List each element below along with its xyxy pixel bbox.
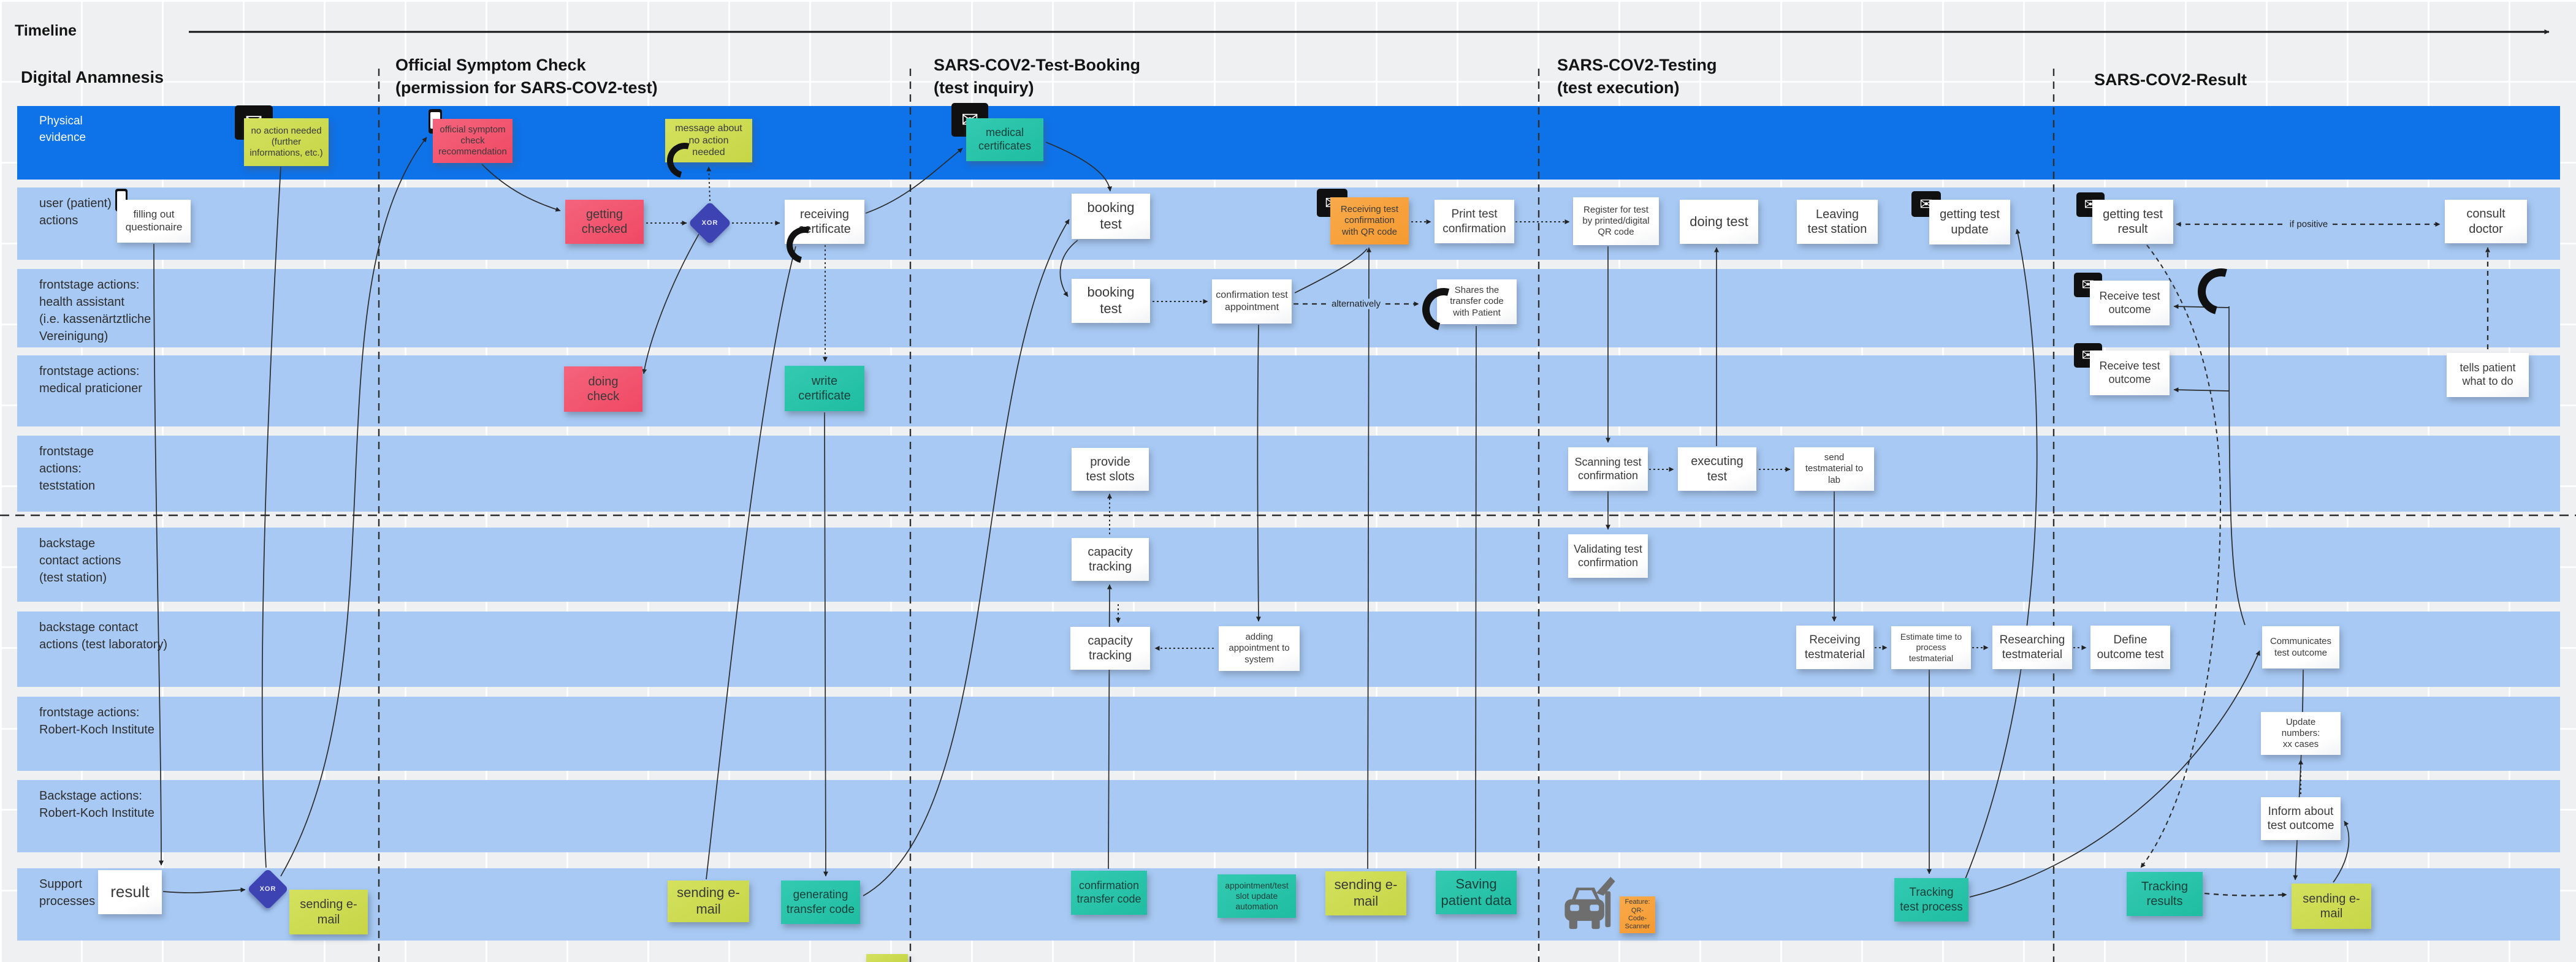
sticky-sending-email-1[interactable]: sending e- mail <box>289 890 368 934</box>
lane-label-user-actions: user (patient) actions <box>39 197 112 227</box>
card-getting-test-result[interactable]: getting test result <box>2092 200 2173 244</box>
card-define-outcome-test[interactable]: Define outcome test <box>2090 626 2170 669</box>
diamond-label: XOR <box>701 219 718 227</box>
lane-label-backstage-rki: Backstage actions: Robert-Koch Institute <box>39 789 154 820</box>
card-consult-doctor[interactable]: consult doctor <box>2445 200 2527 243</box>
card-researching-testmaterial[interactable]: Researching testmaterial <box>1992 626 2072 669</box>
card-send-testmaterial-to-lab[interactable]: send testmaterial to lab <box>1794 447 1874 491</box>
card-booking-test-assistant[interactable]: booking test <box>1072 279 1150 323</box>
card-adding-appointment-to-system[interactable]: adding appointment to system <box>1219 626 1300 671</box>
card-estimate-time-to-process[interactable]: Estimate time to process testmaterial <box>1891 626 1971 669</box>
sticky-appointment-slot-update-automation[interactable]: appointment/test slot update automation <box>1218 874 1296 918</box>
lane-label-backstage-test-laboratory: backstage contact actions (test laborato… <box>39 621 167 651</box>
sticky-receiving-test-confirmation-qr[interactable]: Receiving test confirmation with QR code <box>1330 197 1409 244</box>
sticky-sending-email-2[interactable]: sending e- mail <box>668 881 749 922</box>
lane-label-physical-evidence: Physical evidence <box>39 115 86 144</box>
sticky-cutoff-bottom[interactable] <box>866 954 908 962</box>
card-tells-patient-what-to-do[interactable]: tells patient what to do <box>2447 353 2529 397</box>
lane-frontstage-medical-practitioner: frontstage actions: medical praticioner <box>17 355 2560 426</box>
sticky-confirmation-transfer-code[interactable]: confirmation transfer code <box>1071 871 1147 915</box>
lane-label-frontstage-medical-practitioner: frontstage actions: medical praticioner <box>39 365 142 395</box>
connector-label-alternatively: alternatively <box>1328 298 1384 309</box>
sticky-medical-certificates[interactable]: medical certificates <box>966 118 1043 161</box>
sticky-getting-checked[interactable]: getting checked <box>565 200 644 244</box>
connector-label-if-positive: if positive <box>2286 219 2331 230</box>
diamond-label: XOR <box>259 885 276 893</box>
phase-header-4: SARS-COV2-Testing (test execution) <box>1557 56 1717 97</box>
sticky-tracking-test-process[interactable]: Tracking test process <box>1894 878 1968 922</box>
card-filling-out-questionaire[interactable]: filling out questionaire <box>117 200 191 243</box>
sticky-tracking-results[interactable]: Tracking results <box>2127 872 2203 916</box>
diamond-xor-support[interactable]: XOR <box>247 868 289 910</box>
lane-user-actions: user (patient) actions <box>17 187 2560 260</box>
lane-physical-evidence: Physical evidence <box>17 106 2560 180</box>
card-receive-test-outcome-assistant[interactable]: Receive test outcome <box>2090 281 2170 325</box>
card-print-test-confirmation[interactable]: Print test confirmation <box>1435 200 1514 243</box>
lane-label-frontstage-rki: frontstage actions: Robert-Koch Institut… <box>39 706 154 737</box>
sticky-sending-email-4[interactable]: sending e- mail <box>2292 884 2371 929</box>
card-inform-about-test-outcome[interactable]: Inform about test outcome <box>2261 797 2341 840</box>
lane-label-frontstage-teststation: frontstage actions: teststation <box>39 445 96 493</box>
sticky-doing-check[interactable]: doing check <box>564 366 642 412</box>
phase-header-2: Official Symptom Check (permission for S… <box>395 56 658 97</box>
sticky-no-action-needed[interactable]: no action needed (further informations, … <box>244 118 329 166</box>
lane-frontstage-teststation: frontstage actions: teststation <box>17 436 2560 512</box>
card-validating-test-confirmation[interactable]: Validating test confirmation <box>1568 534 1648 578</box>
lane-backstage-rki: Backstage actions: Robert-Koch Institute <box>17 780 2560 852</box>
card-communicates-test-outcome[interactable]: Communicates test outcome <box>2262 626 2339 668</box>
card-leaving-test-station[interactable]: Leaving test station <box>1797 200 1878 244</box>
card-receive-test-outcome-practitioner[interactable]: Receive test outcome <box>2090 350 2170 395</box>
card-result[interactable]: result <box>98 870 162 914</box>
phase-header-5: SARS-COV2-Result <box>2094 70 2247 89</box>
sticky-generating-transfer-code[interactable]: generating transfer code <box>781 881 860 924</box>
lane-frontstage-rki: frontstage actions: Robert-Koch Institut… <box>17 697 2560 771</box>
connector-34 <box>1969 650 2260 898</box>
lane-label-support-processes: Support processes <box>39 877 96 908</box>
phase-header-3: SARS-COV2-Test-Booking (test inquiry) <box>934 56 1141 97</box>
diamond-xor-user[interactable]: XOR <box>688 201 732 245</box>
card-executing-test[interactable]: executing test <box>1678 447 1756 491</box>
sticky-feature-qr-code-scanner[interactable]: Feature: QR-Code- Scanner <box>1620 896 1655 933</box>
lane-label-frontstage-health-assistant: frontstage actions: health assistant (i.… <box>39 278 151 343</box>
card-update-numbers-xx-cases[interactable]: Update numbers: xx cases <box>2261 712 2341 755</box>
car-icon[interactable] <box>1562 875 1616 933</box>
card-capacity-tracking-lab[interactable]: capacity tracking <box>1070 627 1150 670</box>
sticky-saving-patient-data[interactable]: Saving patient data <box>1436 871 1517 914</box>
card-shares-transfer-code[interactable]: Shares the transfer code with Patient <box>1437 279 1517 324</box>
card-receiving-testmaterial[interactable]: Receiving testmaterial <box>1796 626 1873 669</box>
card-getting-test-update[interactable]: getting test update <box>1929 200 2010 244</box>
card-receiving-certificate[interactable]: receiving certificate <box>785 200 864 244</box>
lane-backstage-test-station: backstage contact actions (test station) <box>17 528 2560 602</box>
card-register-for-test[interactable]: Register for test by printed/digital QR … <box>1573 197 1659 245</box>
sticky-official-symptom-check-recommendation[interactable]: official symptom check recommendation <box>433 119 513 163</box>
sticky-sending-email-3[interactable]: sending e- mail <box>1325 871 1406 915</box>
card-confirmation-test-appointment[interactable]: confirmation test appointment <box>1212 279 1292 324</box>
card-doing-test[interactable]: doing test <box>1680 200 1758 244</box>
sticky-message-about-no-action-needed[interactable]: message about no action needed <box>665 119 752 162</box>
sticky-write-certificate[interactable]: write certificate <box>785 366 864 411</box>
card-booking-test-user[interactable]: booking test <box>1072 194 1150 239</box>
phase-header-1: Digital Anamnesis <box>21 68 164 86</box>
timeline-label: Timeline <box>15 22 77 39</box>
card-provide-test-slots[interactable]: provide test slots <box>1072 448 1149 491</box>
lane-label-backstage-test-station: backstage contact actions (test station) <box>39 537 121 585</box>
card-capacity-tracking-station[interactable]: capacity tracking <box>1072 538 1149 581</box>
card-scanning-test-confirmation[interactable]: Scanning test confirmation <box>1568 447 1648 491</box>
